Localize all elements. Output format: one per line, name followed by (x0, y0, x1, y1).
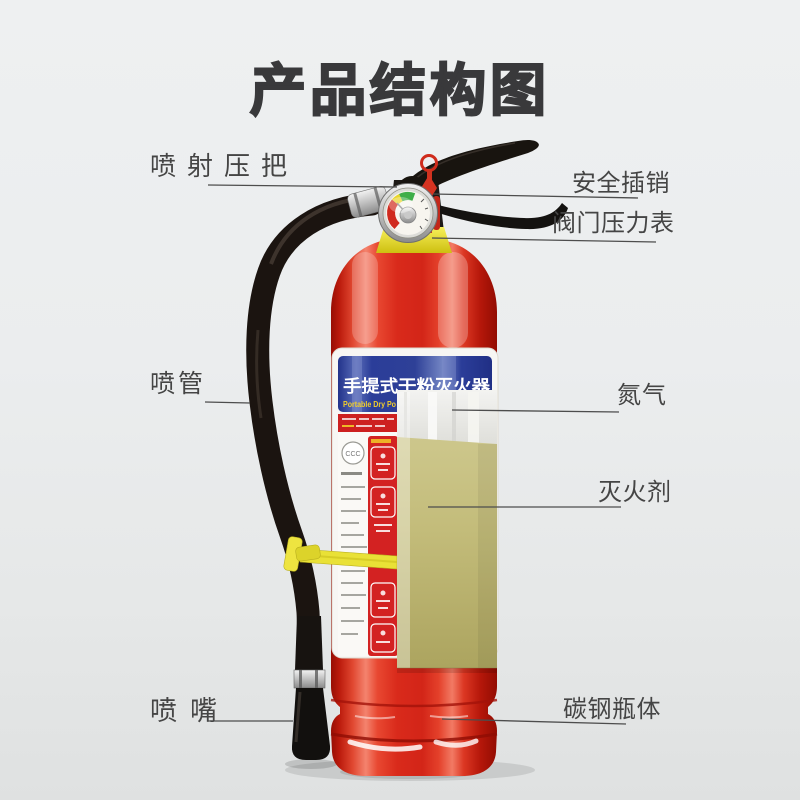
label-instruction-panel (368, 436, 398, 656)
leader-line-nitrogen (451, 409, 620, 413)
leader-line-spray-tube (204, 401, 251, 404)
callout-valve-pressure-gauge: 阀门压力表 (552, 210, 675, 237)
leader-line-cylinder (441, 718, 627, 725)
ccc-text: CCC (345, 451, 360, 458)
callout-safety-pin: 安全插销 (572, 170, 670, 197)
extinguishing-agent-zone (397, 437, 497, 668)
page-title: 产品结构图 (249, 58, 550, 122)
pressure-gauge-illustration (378, 183, 438, 243)
callout-nozzle: 喷嘴 (150, 696, 230, 726)
leader-line-safety-pin (432, 193, 639, 199)
cutaway-section (397, 390, 497, 673)
hose-strap (283, 536, 398, 572)
callout-extinguishing-agent: 灭火剂 (598, 479, 672, 506)
label-name-en: Portable Dry Po (343, 400, 396, 409)
callout-spray-tube: 喷管 (150, 370, 207, 398)
label-spec-lines (341, 472, 367, 635)
ccc-certification-mark (341, 441, 365, 465)
callout-spray-handle: 喷射压把 (150, 151, 299, 181)
leader-line-valve-gauge (431, 237, 657, 243)
callout-carbon-steel-body: 碳钢瓶体 (563, 696, 661, 723)
nozzle-illustration (291, 616, 331, 760)
callout-nitrogen-gas: 氮气 (617, 382, 667, 409)
nitrogen-gas-zone (397, 392, 497, 444)
leader-line-spray-handle (207, 184, 398, 188)
